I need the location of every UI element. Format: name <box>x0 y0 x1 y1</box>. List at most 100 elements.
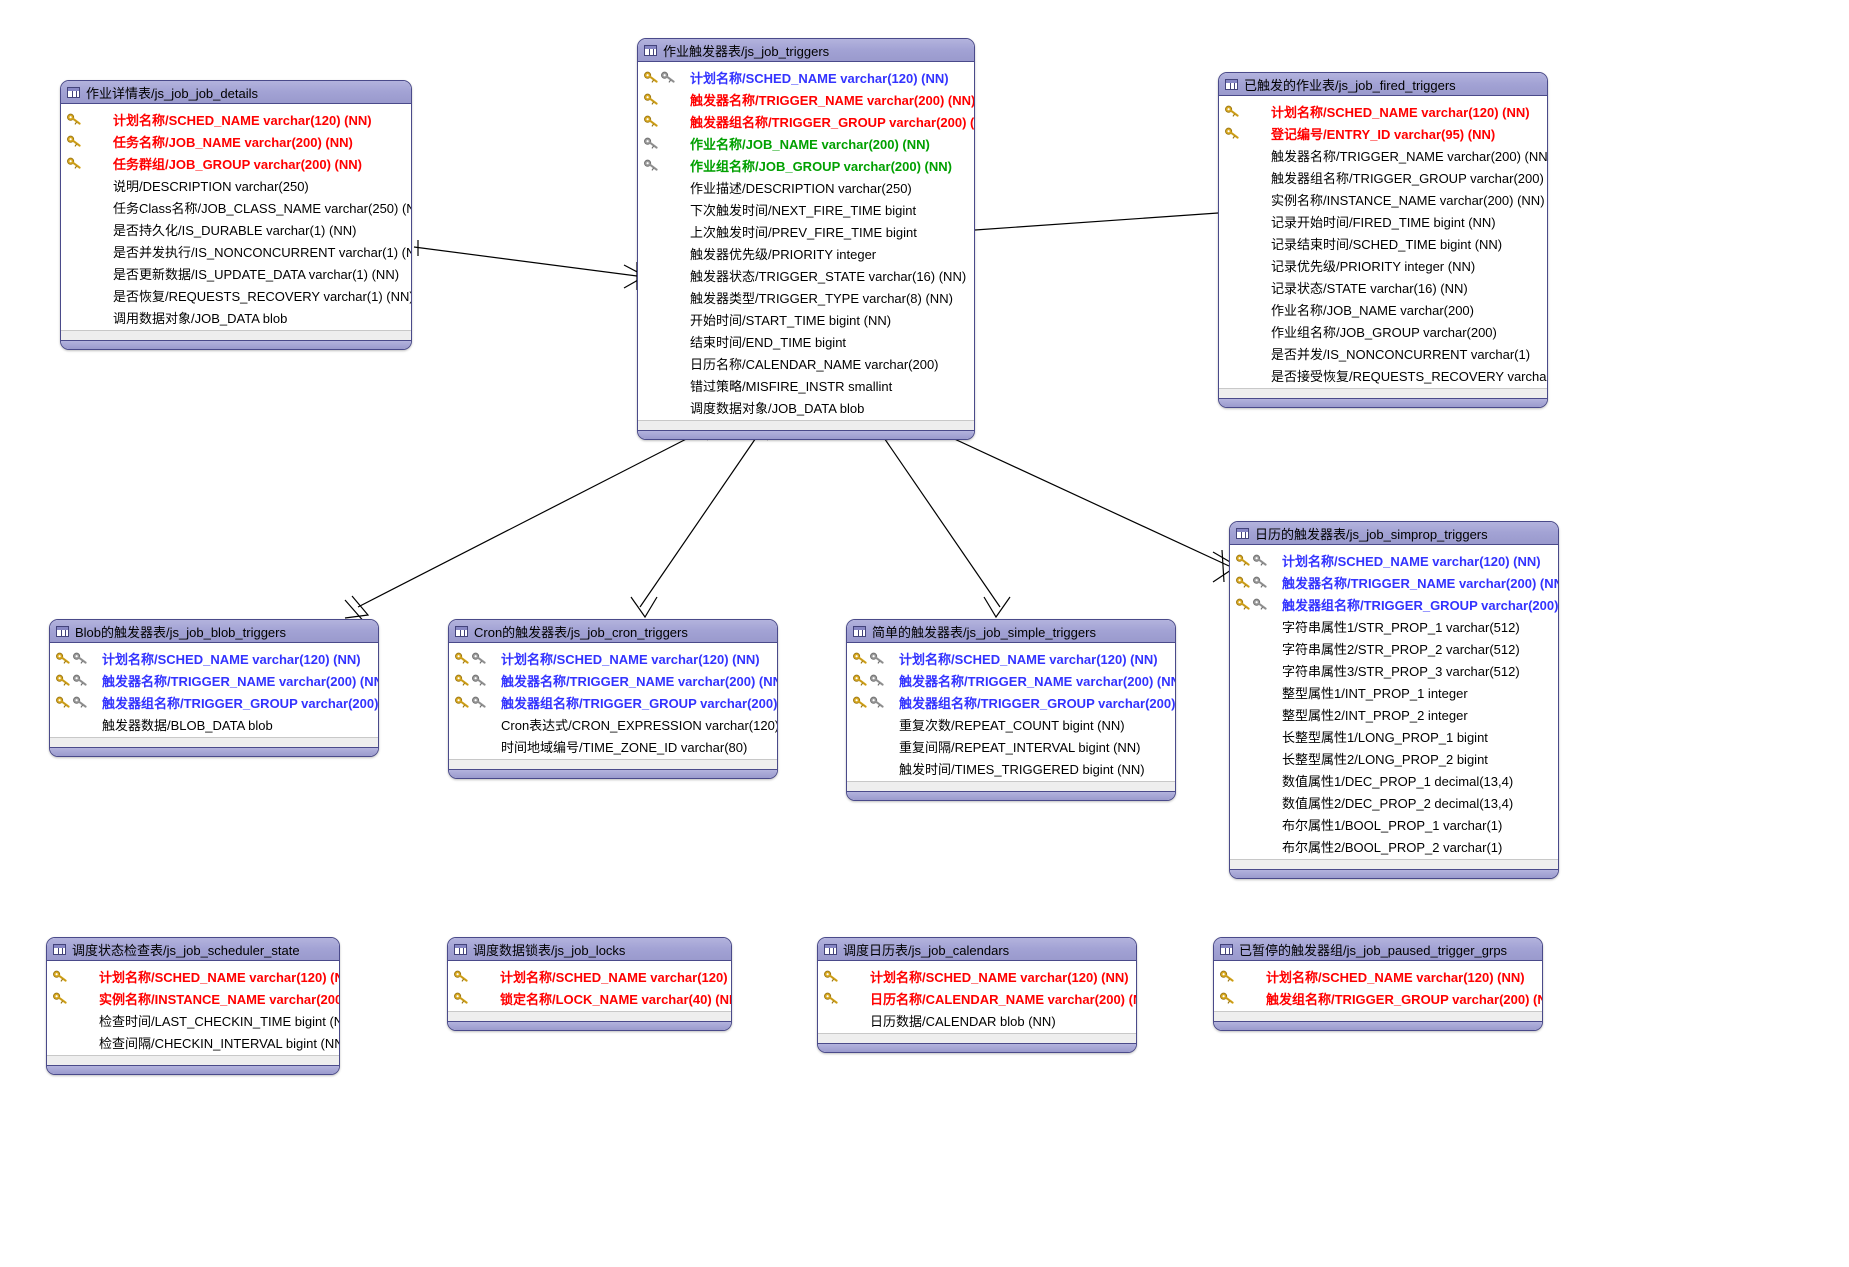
column-row[interactable]: 触发器名称/TRIGGER_NAME varchar(200) (NN) <box>1219 144 1547 166</box>
column-row[interactable]: 作业名称/JOB_NAME varchar(200) <box>1219 298 1547 320</box>
entity-header-cron_triggers[interactable]: Cron的触发器表/js_job_cron_triggers <box>449 620 777 643</box>
column-row[interactable]: 计划名称/SCHED_NAME varchar(120) (NN) <box>847 647 1175 669</box>
column-row[interactable]: 整型属性1/INT_PROP_1 integer <box>1230 681 1558 703</box>
column-row[interactable]: 任务群组/JOB_GROUP varchar(200) (NN) <box>61 152 411 174</box>
entity-paused_trigger_grps[interactable]: 已暂停的触发器组/js_job_paused_trigger_grps 计划名称/… <box>1213 937 1543 1031</box>
entity-simple_triggers[interactable]: 简单的触发器表/js_job_simple_triggers 计划名称/SCHED… <box>846 619 1176 801</box>
column-row[interactable]: 调用数据对象/JOB_DATA blob <box>61 306 411 328</box>
entity-header-simprop_triggers[interactable]: 日历的触发器表/js_job_simprop_triggers <box>1230 522 1558 545</box>
column-row[interactable]: 触发器组名称/TRIGGER_GROUP varchar(200) (NN) <box>1219 166 1547 188</box>
entity-locks[interactable]: 调度数据锁表/js_job_locks 计划名称/SCHED_NAME varch… <box>447 937 732 1031</box>
entity-triggers[interactable]: 作业触发器表/js_job_triggers 计划名称/SCHED_NAME va… <box>637 38 975 440</box>
column-row[interactable]: 记录优先级/PRIORITY integer (NN) <box>1219 254 1547 276</box>
column-row[interactable]: Cron表达式/CRON_EXPRESSION varchar(120) (NN… <box>449 713 777 735</box>
column-row[interactable]: 整型属性2/INT_PROP_2 integer <box>1230 703 1558 725</box>
column-row[interactable]: 字符串属性3/STR_PROP_3 varchar(512) <box>1230 659 1558 681</box>
column-row[interactable]: 结束时间/END_TIME bigint <box>638 330 974 352</box>
entity-header-job_details[interactable]: 作业详情表/js_job_job_details <box>61 81 411 104</box>
column-row[interactable]: 登记编号/ENTRY_ID varchar(95) (NN) <box>1219 122 1547 144</box>
column-row[interactable]: 字符串属性1/STR_PROP_1 varchar(512) <box>1230 615 1558 637</box>
column-row[interactable]: 重复次数/REPEAT_COUNT bigint (NN) <box>847 713 1175 735</box>
column-row[interactable]: 计划名称/SCHED_NAME varchar(120) (NN) <box>448 965 731 987</box>
entity-header-scheduler_state[interactable]: 调度状态检查表/js_job_scheduler_state <box>47 938 339 961</box>
column-row[interactable]: 触发器组名称/TRIGGER_GROUP varchar(200) (NN) <box>847 691 1175 713</box>
column-row[interactable]: 实例名称/INSTANCE_NAME varchar(200) (NN) <box>1219 188 1547 210</box>
entity-header-blob_triggers[interactable]: Blob的触发器表/js_job_blob_triggers <box>50 620 378 643</box>
column-row[interactable]: 长整型属性2/LONG_PROP_2 bigint <box>1230 747 1558 769</box>
column-row[interactable]: 是否并发/IS_NONCONCURRENT varchar(1) <box>1219 342 1547 364</box>
column-row[interactable]: 检查时间/LAST_CHECKIN_TIME bigint (NN) <box>47 1009 339 1031</box>
column-row[interactable]: 触发组名称/TRIGGER_GROUP varchar(200) (NN) <box>1214 987 1542 1009</box>
entity-fired_triggers[interactable]: 已触发的作业表/js_job_fired_triggers 计划名称/SCHED_… <box>1218 72 1548 408</box>
column-row[interactable]: 计划名称/SCHED_NAME varchar(120) (NN) <box>1230 549 1558 571</box>
entity-cron_triggers[interactable]: Cron的触发器表/js_job_cron_triggers 计划名称/SCHED… <box>448 619 778 779</box>
column-row[interactable]: 日历名称/CALENDAR_NAME varchar(200) (NN) <box>818 987 1136 1009</box>
column-row[interactable]: 触发器名称/TRIGGER_NAME varchar(200) (NN) <box>449 669 777 691</box>
entity-simprop_triggers[interactable]: 日历的触发器表/js_job_simprop_triggers 计划名称/SCHE… <box>1229 521 1559 879</box>
column-row[interactable]: 触发器名称/TRIGGER_NAME varchar(200) (NN) <box>847 669 1175 691</box>
column-row[interactable]: 记录开始时间/FIRED_TIME bigint (NN) <box>1219 210 1547 232</box>
column-row[interactable]: 布尔属性2/BOOL_PROP_2 varchar(1) <box>1230 835 1558 857</box>
column-row[interactable]: 计划名称/SCHED_NAME varchar(120) (NN) <box>638 66 974 88</box>
column-row[interactable]: 调度数据对象/JOB_DATA blob <box>638 396 974 418</box>
column-row[interactable]: 长整型属性1/LONG_PROP_1 bigint <box>1230 725 1558 747</box>
column-row[interactable]: 上次触发时间/PREV_FIRE_TIME bigint <box>638 220 974 242</box>
column-row[interactable]: 计划名称/SCHED_NAME varchar(120) (NN) <box>61 108 411 130</box>
column-row[interactable]: 作业名称/JOB_NAME varchar(200) (NN) <box>638 132 974 154</box>
column-row[interactable]: 作业组名称/JOB_GROUP varchar(200) <box>1219 320 1547 342</box>
entity-job_details[interactable]: 作业详情表/js_job_job_details 计划名称/SCHED_NAME … <box>60 80 412 350</box>
column-row[interactable]: 触发器组名称/TRIGGER_GROUP varchar(200) (NN) <box>1230 593 1558 615</box>
column-row[interactable]: 触发器名称/TRIGGER_NAME varchar(200) (NN) <box>1230 571 1558 593</box>
column-row[interactable]: 触发器组名称/TRIGGER_GROUP varchar(200) (NN) <box>449 691 777 713</box>
entity-header-locks[interactable]: 调度数据锁表/js_job_locks <box>448 938 731 961</box>
column-row[interactable]: 是否持久化/IS_DURABLE varchar(1) (NN) <box>61 218 411 240</box>
column-row[interactable]: 是否更新数据/IS_UPDATE_DATA varchar(1) (NN) <box>61 262 411 284</box>
entity-header-triggers[interactable]: 作业触发器表/js_job_triggers <box>638 39 974 62</box>
column-row[interactable]: 触发器名称/TRIGGER_NAME varchar(200) (NN) <box>50 669 378 691</box>
column-row[interactable]: 触发器组名称/TRIGGER_GROUP varchar(200) (NN) <box>50 691 378 713</box>
column-row[interactable]: 检查间隔/CHECKIN_INTERVAL bigint (NN) <box>47 1031 339 1053</box>
column-row[interactable]: 任务名称/JOB_NAME varchar(200) (NN) <box>61 130 411 152</box>
column-row[interactable]: 计划名称/SCHED_NAME varchar(120) (NN) <box>449 647 777 669</box>
column-row[interactable]: 说明/DESCRIPTION varchar(250) <box>61 174 411 196</box>
entity-header-simple_triggers[interactable]: 简单的触发器表/js_job_simple_triggers <box>847 620 1175 643</box>
column-row[interactable]: 数值属性1/DEC_PROP_1 decimal(13,4) <box>1230 769 1558 791</box>
column-row[interactable]: 错过策略/MISFIRE_INSTR smallint <box>638 374 974 396</box>
column-row[interactable]: 触发器状态/TRIGGER_STATE varchar(16) (NN) <box>638 264 974 286</box>
column-row[interactable]: 是否恢复/REQUESTS_RECOVERY varchar(1) (NN) <box>61 284 411 306</box>
column-row[interactable]: 重复间隔/REPEAT_INTERVAL bigint (NN) <box>847 735 1175 757</box>
column-row[interactable]: 字符串属性2/STR_PROP_2 varchar(512) <box>1230 637 1558 659</box>
column-row[interactable]: 实例名称/INSTANCE_NAME varchar(200) (NN) <box>47 987 339 1009</box>
column-row[interactable]: 触发器类型/TRIGGER_TYPE varchar(8) (NN) <box>638 286 974 308</box>
column-row[interactable]: 记录状态/STATE varchar(16) (NN) <box>1219 276 1547 298</box>
column-row[interactable]: 触发时间/TIMES_TRIGGERED bigint (NN) <box>847 757 1175 779</box>
entity-header-calendars[interactable]: 调度日历表/js_job_calendars <box>818 938 1136 961</box>
column-row[interactable]: 触发器名称/TRIGGER_NAME varchar(200) (NN) <box>638 88 974 110</box>
column-row[interactable]: 锁定名称/LOCK_NAME varchar(40) (NN) <box>448 987 731 1009</box>
column-row[interactable]: 作业描述/DESCRIPTION varchar(250) <box>638 176 974 198</box>
column-row[interactable]: 作业组名称/JOB_GROUP varchar(200) (NN) <box>638 154 974 176</box>
column-row[interactable]: 时间地域编号/TIME_ZONE_ID varchar(80) <box>449 735 777 757</box>
column-row[interactable]: 布尔属性1/BOOL_PROP_1 varchar(1) <box>1230 813 1558 835</box>
entity-header-paused_trigger_grps[interactable]: 已暂停的触发器组/js_job_paused_trigger_grps <box>1214 938 1542 961</box>
column-row[interactable]: 计划名称/SCHED_NAME varchar(120) (NN) <box>1219 100 1547 122</box>
column-row[interactable]: 下次触发时间/NEXT_FIRE_TIME bigint <box>638 198 974 220</box>
column-row[interactable]: 日历名称/CALENDAR_NAME varchar(200) <box>638 352 974 374</box>
column-row[interactable]: 任务Class名称/JOB_CLASS_NAME varchar(250) (N… <box>61 196 411 218</box>
column-row[interactable]: 计划名称/SCHED_NAME varchar(120) (NN) <box>818 965 1136 987</box>
column-row[interactable]: 计划名称/SCHED_NAME varchar(120) (NN) <box>50 647 378 669</box>
column-row[interactable]: 触发器组名称/TRIGGER_GROUP varchar(200) (NN) <box>638 110 974 132</box>
column-row[interactable]: 计划名称/SCHED_NAME varchar(120) (NN) <box>1214 965 1542 987</box>
column-row[interactable]: 是否并发执行/IS_NONCONCURRENT varchar(1) (NN) <box>61 240 411 262</box>
column-row[interactable]: 数值属性2/DEC_PROP_2 decimal(13,4) <box>1230 791 1558 813</box>
column-row[interactable]: 开始时间/START_TIME bigint (NN) <box>638 308 974 330</box>
column-row[interactable]: 记录结束时间/SCHED_TIME bigint (NN) <box>1219 232 1547 254</box>
entity-blob_triggers[interactable]: Blob的触发器表/js_job_blob_triggers 计划名称/SCHED… <box>49 619 379 757</box>
entity-calendars[interactable]: 调度日历表/js_job_calendars 计划名称/SCHED_NAME va… <box>817 937 1137 1053</box>
column-row[interactable]: 是否接受恢复/REQUESTS_RECOVERY varchar(1) <box>1219 364 1547 386</box>
entity-header-fired_triggers[interactable]: 已触发的作业表/js_job_fired_triggers <box>1219 73 1547 96</box>
column-row[interactable]: 触发器数据/BLOB_DATA blob <box>50 713 378 735</box>
column-row[interactable]: 触发器优先级/PRIORITY integer <box>638 242 974 264</box>
column-row[interactable]: 日历数据/CALENDAR blob (NN) <box>818 1009 1136 1031</box>
